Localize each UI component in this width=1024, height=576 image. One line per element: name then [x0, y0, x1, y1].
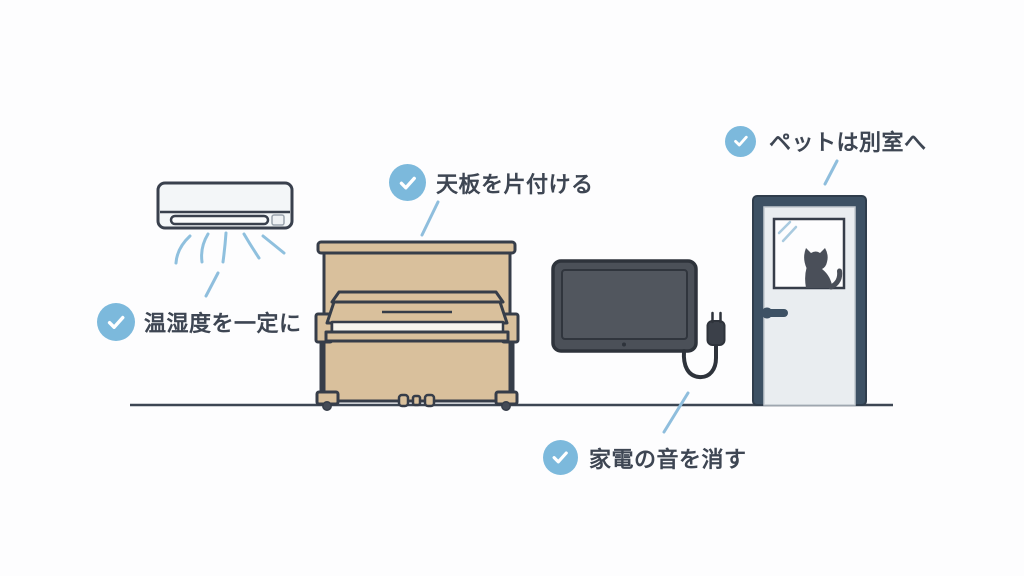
upright-piano-icon [314, 240, 520, 411]
callout-piano-top: 天板を片付ける [389, 164, 594, 201]
window-shine [777, 220, 798, 243]
leader-line-door [823, 159, 839, 186]
leader-line-tv [662, 391, 690, 434]
callout-appliance-sound: 家電の音を消す [543, 440, 747, 475]
piano-pedal [397, 393, 410, 408]
power-cable [681, 342, 718, 380]
airflow-lines-icon [174, 231, 286, 265]
check-icon [725, 125, 756, 157]
check-icon [97, 303, 135, 341]
leader-line-climate [204, 271, 220, 298]
callout-climate: 温湿度を一定に [97, 303, 302, 341]
television-icon [551, 259, 698, 353]
callout-climate-label: 温湿度を一定に [144, 311, 302, 336]
callout-piano-top-label: 天板を片付ける [436, 171, 594, 197]
door-handle [761, 307, 788, 319]
check-icon [543, 440, 578, 475]
leader-lines [204, 159, 839, 434]
cat-silhouette-icon [804, 248, 843, 290]
power-plug-icon [681, 311, 726, 380]
leader-line-piano [420, 200, 440, 237]
check-icon [389, 164, 426, 201]
piano-pedal [411, 394, 422, 407]
piano-pedal [423, 393, 436, 408]
callout-appliance-sound-label: 家電の音を消す [589, 446, 747, 472]
air-conditioner-icon [156, 181, 294, 230]
door-with-cat-icon [752, 195, 867, 406]
callout-pets-label: ペットは別室へ [769, 130, 927, 155]
tv-power-led [622, 342, 626, 347]
callout-pets: ペットは別室へ [725, 125, 927, 157]
